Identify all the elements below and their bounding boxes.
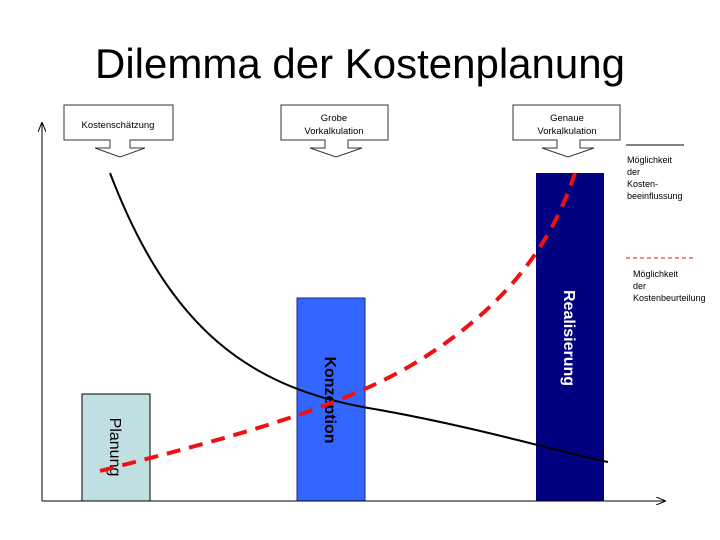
legend-text: Möglichkeit [627,155,673,165]
phase-bar-planung [81,393,151,502]
callout-grobe-vorkalkulation: Grobe Vorkalkulation [280,104,389,158]
svg-text:Vorkalkulation: Vorkalkulation [537,126,596,137]
slide-title: Dilemma der Kostenplanung [95,40,625,87]
cost-assessment-curve [99,172,577,473]
svg-text:Genaue: Genaue [550,113,584,124]
legend-text: Kosten- [627,179,659,189]
legend-text: beeinflussung [627,191,683,201]
phase-bar-realisierung [536,173,604,501]
cost-influence-curve [109,172,609,463]
legend-cost-influence: Möglichkeit der Kosten- beeinflussung [627,154,683,202]
legend-cost-assessment: Möglichkeit der Kostenbeurteilung [633,268,706,304]
callout-genaue-vorkalkulation: Genaue Vorkalkulation [512,104,621,158]
legend-text: der [627,167,641,177]
legend-text: Möglichkeit [633,269,679,279]
legend-text: der [633,281,647,291]
svg-text:Vorkalkulation: Vorkalkulation [304,126,363,137]
phase-label-realisierung: Realisierung [560,290,577,386]
svg-text:Kostenschätzung: Kostenschätzung [82,120,155,131]
phase-label-planung: Planung [106,418,123,477]
callout-kostenschaetzung: Kostenschätzung [63,104,174,158]
svg-text:Grobe: Grobe [321,113,347,124]
legend-text: Kostenbeurteilung [633,293,706,303]
